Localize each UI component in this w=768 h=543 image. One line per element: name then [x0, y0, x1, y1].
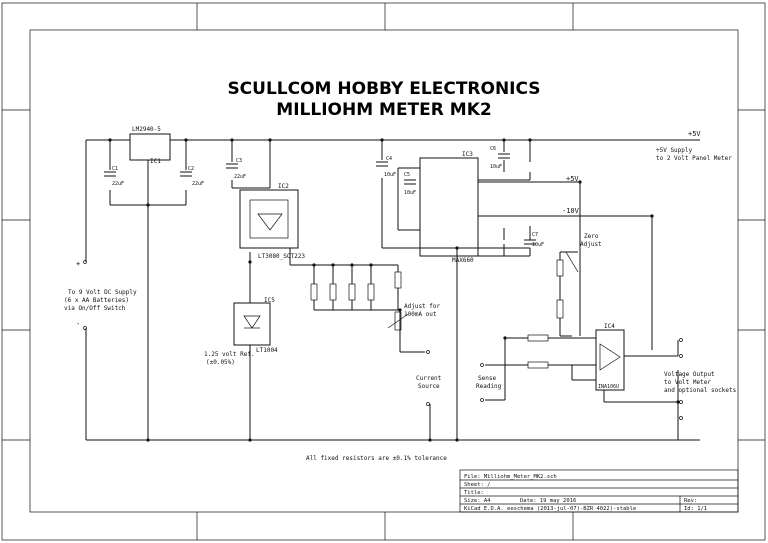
ic2-amp-symbol — [257, 213, 283, 231]
battery-note-2: (6 x AA Batteries) — [64, 297, 129, 304]
ic4-ref: IC4 — [604, 323, 615, 330]
wires — [85, 139, 700, 441]
c3-ref: C3 — [236, 158, 242, 164]
vout-note-3: and optional sockets — [664, 387, 737, 394]
c3-value: 22uF — [234, 174, 246, 180]
c1-value: 22uF — [112, 181, 124, 187]
rail-plus5: +5V — [688, 130, 701, 138]
ic3-max660 — [419, 157, 479, 257]
resistor-sense-1 — [527, 334, 549, 342]
capacitor-c7 — [524, 239, 536, 245]
tb-sheet: Sheet: / — [464, 482, 491, 488]
svg-text:+: + — [76, 260, 80, 268]
ic2-label: LT3080_SOT223 — [258, 253, 305, 260]
tb-title: Title: — [464, 490, 484, 496]
ic4-amp-symbol — [599, 343, 621, 371]
rail-plus5-b: +5V — [566, 175, 579, 183]
capacitor-c6 — [498, 153, 510, 159]
ref-note-2: (±0.05%) — [206, 359, 235, 366]
junctions — [108, 138, 680, 442]
c5-value: 10uF — [404, 190, 416, 196]
c1-ref: C1 — [112, 166, 118, 172]
ic5-lt1004 — [233, 302, 271, 346]
supply-note-2: to 2 Volt Panel Meter — [656, 155, 732, 162]
ic2-lt3080 — [239, 189, 299, 249]
rail-minus10: -10V — [562, 207, 580, 215]
tb-kicad: KiCad E.D.A. eeschema (2013-jul-07)-BZR … — [464, 506, 636, 512]
vout-note-1: Voltage Output — [664, 371, 715, 378]
supply-note-1: +5V Supply — [656, 147, 693, 154]
resistor-3 — [348, 283, 356, 301]
c4-value: 10uF — [384, 172, 396, 178]
tb-rev: Rev: — [684, 498, 697, 504]
tb-date: Date: 19 may 2016 — [520, 498, 576, 504]
capacitor-c1 — [104, 171, 116, 177]
title-line2: MILLIOHM METER MK2 — [276, 100, 491, 120]
zero-adjust-note-1: Zero — [584, 233, 599, 240]
tolerance-note: All fixed resistors are ±0.1% tolerance — [306, 455, 447, 462]
battery-note-1: To 9 Volt DC Supply — [68, 289, 137, 296]
tb-file: File: Milliohm_Meter_MK2.sch — [464, 474, 557, 480]
tb-id: Id: 1/1 — [684, 506, 707, 512]
zero-adjust-potentiometer — [556, 259, 564, 277]
c4-ref: C4 — [386, 156, 392, 162]
ic1-ref: IC1 — [150, 158, 161, 165]
frame-ticks — [2, 3, 765, 540]
capacitor-c2 — [180, 171, 192, 177]
ic1-label: LM2940-5 — [132, 126, 161, 133]
c6-ref: C6 — [490, 146, 496, 152]
svg-text:-: - — [76, 320, 80, 328]
c6-value: 10uF — [490, 164, 502, 170]
battery-note-3: via On/Off Switch — [64, 305, 126, 312]
ic3-ref: IC3 — [462, 151, 473, 158]
title-line1: SCULLCOM HOBBY ELECTRONICS — [227, 79, 540, 99]
resistor-4 — [367, 283, 375, 301]
resistor-zero — [556, 299, 564, 319]
title-block — [459, 469, 739, 513]
ic5-label: LT1004 — [256, 347, 278, 354]
ic4-label: INA106U — [598, 384, 619, 390]
adjust-note-1: Adjust for — [404, 303, 441, 310]
resistor-5 — [394, 271, 402, 289]
current-source-note-2: Source — [418, 383, 440, 390]
adjust-note-2: 100mA out — [404, 311, 437, 318]
sense-note-2: Reading — [476, 383, 502, 390]
c5-ref: C5 — [404, 172, 410, 178]
connectors — [83, 260, 683, 420]
capacitor-c4 — [376, 161, 388, 167]
capacitor-c5 — [404, 179, 416, 185]
ic5-diode-symbol — [243, 315, 261, 329]
ic4-ina106 — [595, 329, 625, 391]
zero-adjust-note-2: Adjust — [580, 241, 602, 248]
c2-value: 22uF — [192, 181, 204, 187]
c7-ref: C7 — [532, 232, 538, 238]
resistor-2 — [329, 283, 337, 301]
sense-note-1: Sense — [478, 375, 496, 382]
ic1-regulator — [129, 133, 171, 161]
current-source-note-1: Current — [416, 375, 442, 382]
vout-note-2: to Volt Meter — [664, 379, 711, 386]
ic2-ref: IC2 — [278, 183, 289, 190]
inner-frame — [29, 29, 739, 513]
ic3-label: MAX660 — [452, 257, 474, 264]
tb-size: Size: A4 — [464, 498, 491, 504]
ref-note-1: 1.25 volt Ref. — [204, 351, 255, 358]
c2-ref: C2 — [188, 166, 194, 172]
resistor-1 — [310, 283, 318, 301]
adjust-potentiometer — [394, 311, 402, 331]
resistor-sense-2 — [527, 361, 549, 369]
ic5-ref: IC5 — [264, 297, 275, 304]
capacitor-c3 — [226, 163, 238, 169]
c7-value: 10uF — [532, 242, 544, 248]
